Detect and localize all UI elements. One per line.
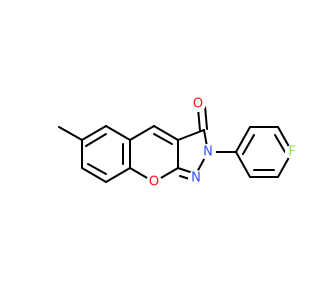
atom-n-pyrazole-2: N <box>200 144 216 160</box>
atom-o-carbonyl: O <box>190 96 206 112</box>
atom-label-n-pyrazole-1: N <box>191 171 201 186</box>
atom-n-pyrazole-1: N <box>188 170 204 186</box>
atom-f: F <box>285 145 299 160</box>
bond-aryl-3-inner <box>274 134 286 153</box>
bonds <box>58 105 293 183</box>
bond-pyran-2-inner <box>153 133 173 145</box>
bond-benzo-2 <box>105 125 131 141</box>
bond-pyran-1 <box>129 125 155 141</box>
bond-aryl-6 <box>235 151 251 178</box>
bond-benzo-4 <box>105 167 131 183</box>
bond-benzo-1-inner <box>85 133 107 147</box>
bond-carbonyl-2 <box>204 105 208 130</box>
atom-o-ring: O <box>146 174 162 190</box>
bond-aryl-1-inner <box>242 134 255 155</box>
bond-pyran-2 <box>153 125 179 141</box>
atom-label-f: F <box>288 145 295 160</box>
molecule-svg: O N N O F <box>58 96 299 190</box>
bond-benzo-1 <box>81 125 107 141</box>
atom-labels: O N N O F <box>146 96 299 190</box>
bond-benzo-5-inner <box>87 163 107 175</box>
atom-label-o-ring: O <box>149 175 159 190</box>
atom-label-o-carbonyl: O <box>193 97 203 112</box>
molecule-structure-diagram: O N N O F <box>58 96 299 190</box>
bond-benzo-5 <box>81 167 107 183</box>
atom-label-n-pyrazole-2: N <box>203 145 213 160</box>
bond-aryl-1 <box>235 126 251 153</box>
bond-methyl <box>58 126 83 141</box>
